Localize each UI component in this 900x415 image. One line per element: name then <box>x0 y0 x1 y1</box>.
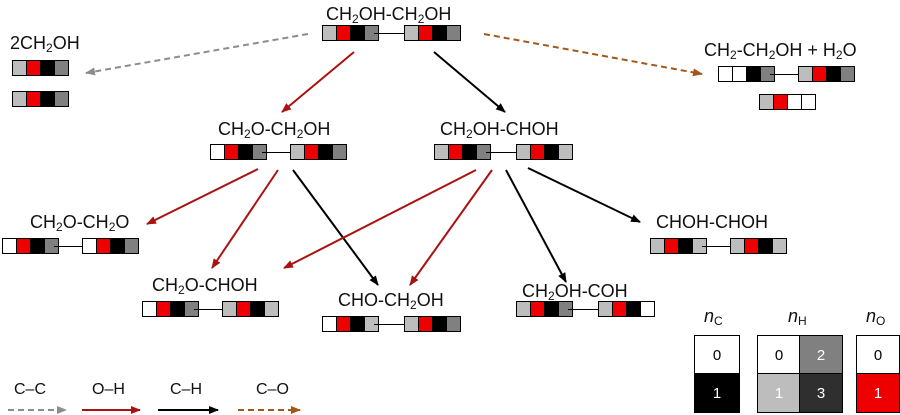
cho-ch2oh-fragment-1 <box>322 316 379 332</box>
arrow-cc-eg-methanol <box>85 33 309 76</box>
ch2o-ch2o-fragment-1 <box>2 238 59 254</box>
ch2o-ch2o-bond <box>54 246 82 247</box>
legend-no-1: 1 <box>856 373 900 413</box>
ch2o-ch2o-fragment-2 <box>82 238 139 254</box>
node-label-ch2o-ch2o: CH2O-CH2O <box>30 212 130 234</box>
arrow-co-eg-ethyl <box>483 33 703 77</box>
arrow-oh-to-ch2o-choh <box>211 169 279 269</box>
legend-nh-title: nH <box>788 306 807 328</box>
ch2oh-choh-fragment-2 <box>516 144 573 160</box>
arrow-ch-choh-to-choh-choh <box>527 167 641 223</box>
ch2o-ch2oh-bond <box>262 152 290 153</box>
eg-fragment-1 <box>322 25 379 41</box>
cho-ch2oh-fragment-2 <box>404 316 461 332</box>
legend-nc-1: 1 <box>694 373 740 413</box>
choh-choh-fragment-1 <box>650 238 707 254</box>
node-label-eg: CH2OH-CH2OH <box>326 4 452 26</box>
node-label-ch2o-ch2oh: CH2O-CH2OH <box>218 119 331 141</box>
water-fragment <box>759 94 816 110</box>
ethyl-fragment-2 <box>798 66 855 82</box>
legend-nh-0: 0 <box>757 335 801 375</box>
legend-no-0: 0 <box>856 335 900 375</box>
ethyl-bond <box>770 74 798 75</box>
ch2oh-coh-fragment-2 <box>598 301 655 317</box>
arrow-ch-to-cho-ch2oh <box>292 169 379 286</box>
choh-choh-fragment-2 <box>730 238 787 254</box>
methanol-fragment-2 <box>12 91 69 107</box>
node-label-ch2oh-choh: CH2OH-CHOH <box>440 119 559 141</box>
cho-ch2oh-bond <box>374 324 404 325</box>
key-oh-label: O–H <box>92 381 125 398</box>
arrow-oh-choh-to-ch2o-choh <box>283 169 477 269</box>
arrow-oh-to-ch2o-ch2o <box>146 168 259 225</box>
ch2oh-coh-bond <box>568 309 598 310</box>
legend-nh-1: 1 <box>757 373 801 413</box>
ch2o-ch2oh-fragment-2 <box>290 144 347 160</box>
arrow-oh-choh-to-cho-ch2oh <box>409 169 493 286</box>
legend-nh-3: 3 <box>799 373 843 413</box>
legend-nc-0: 0 <box>694 335 740 375</box>
ch2o-choh-bond <box>194 309 222 310</box>
eg-bond <box>374 33 404 34</box>
ch2oh-choh-bond <box>486 152 516 153</box>
ethyl-fragment-1 <box>718 66 775 82</box>
node-label-ch2o-choh: CH2O-CHOH <box>152 275 258 297</box>
methanol-fragment-1 <box>12 60 69 76</box>
node-label-ethyl: CH2-CH2OH + H2O <box>704 40 857 62</box>
legend-nh-2: 2 <box>799 335 843 375</box>
legend-no-title: nO <box>866 306 886 328</box>
eg-fragment-2 <box>404 25 461 41</box>
choh-choh-bond <box>702 246 730 247</box>
arrow-ch-eg-choh <box>433 51 506 113</box>
ch2oh-choh-fragment-1 <box>434 144 491 160</box>
key-ch-label: C–H <box>170 381 203 398</box>
key-cc-label: C–C <box>14 381 47 398</box>
node-label-choh-choh: CHOH-CHOH <box>656 212 768 232</box>
ch2o-choh-fragment-2 <box>222 301 279 317</box>
node-label-ch2oh-coh: CH2OH-COH <box>522 281 628 303</box>
ch2o-choh-fragment-1 <box>142 301 199 317</box>
node-label-methanol: 2CH2OH <box>10 33 80 55</box>
key-co-label: C–O <box>256 381 289 398</box>
ch2o-ch2oh-fragment-1 <box>210 144 267 160</box>
ch2oh-coh-fragment-1 <box>516 301 573 317</box>
legend-nc-title: nC <box>704 306 723 328</box>
arrow-oh-eg-ch2o <box>281 51 355 113</box>
arrow-ch-choh-to-coh <box>505 169 567 283</box>
node-label-cho-ch2oh: CHO-CH2OH <box>338 290 444 312</box>
